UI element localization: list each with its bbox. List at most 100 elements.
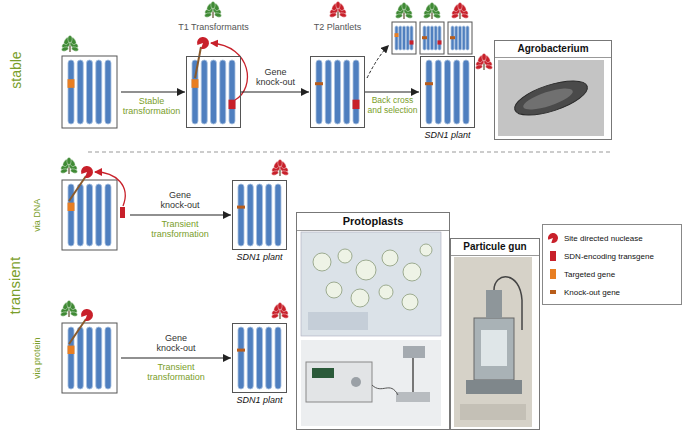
chromosome-set [237,327,281,389]
picture-box: Particule gun [450,238,540,430]
legend-row: Targeted gene [547,265,677,283]
knock-out-gene [237,206,245,209]
legend-swatch [547,268,559,280]
chromosome [266,184,272,246]
electroporator [306,362,372,402]
legend-swatch [547,286,559,298]
chromosome [238,184,244,246]
gun-chamber [474,318,514,380]
chromosome [247,327,253,389]
chromosome-panel: SDN1 plant [232,180,287,250]
protoplast-cell [326,282,342,298]
plant-leaf [271,170,279,176]
nuclease-symbol [81,166,93,178]
legend-row: SDN-encoding transgene [547,247,677,265]
chromosome [434,26,437,50]
chromosome-panel: SDN1 plant [232,323,287,393]
chromosome [431,26,434,50]
panel-caption: SDN1 plant [236,395,282,405]
box-heading: Particule gun [451,239,539,256]
chromosome [325,60,331,124]
nuclease-symbol [548,233,558,243]
section-label: via DNA [32,199,42,232]
poster-photo [301,232,441,336]
chromosome [220,60,226,124]
chromosome [423,26,426,50]
plant-icon [60,300,78,317]
plant-leaf [278,302,282,309]
plant-leaf [71,46,79,52]
chromosome [275,327,281,389]
chromosome [353,60,359,124]
box-heading: Protoplasts [297,213,449,231]
photo-ground [301,340,441,426]
legend-color [550,269,556,279]
plant-leaf [336,1,340,8]
sdn-transgene [353,100,360,109]
process-arrow [130,214,231,215]
micrograph [498,60,604,136]
chromosome [427,26,430,50]
plant-icon [271,302,289,319]
plant-leaf [211,1,215,8]
chromosome [229,60,235,124]
legend-text: Targeted gene [564,270,615,279]
chromosome [96,184,102,246]
process-arrow [121,357,231,358]
plant-leaf [433,13,441,19]
chromosome-set [62,56,117,128]
nuclease-stick [69,176,86,201]
protoplast-cell [402,294,418,310]
chromosome-frame [62,323,117,393]
panel-caption: T1 Transformants [178,22,249,32]
chromosome [451,26,454,50]
plant-leaf [273,160,282,169]
chromosome [426,60,432,124]
targeted-gene [68,203,75,211]
plant-leaf [278,159,282,166]
plant-icon [329,1,347,18]
plant-leaf [204,12,212,18]
plant-leaf [69,36,78,45]
plant-leaf [67,300,71,307]
selection-arrow [367,45,389,78]
protoplast-cell [382,250,398,266]
plant-icon [475,53,493,70]
plant-leaf [279,303,288,312]
chromosome [435,60,441,124]
plant-leaf [62,158,71,167]
chromosome [406,26,409,50]
plant-leaf [483,54,492,63]
arrow-label: Back cross and selection [366,96,420,116]
chromosome [399,26,402,50]
chromosome [445,60,451,124]
chromosome [87,184,93,246]
box-heading: Agrobacterium [495,41,611,58]
chromosome [463,60,469,124]
plant-leaf [279,160,288,169]
chromosome [438,26,441,50]
device-display [312,368,334,378]
targeted-gene [192,79,199,88]
chromosome [77,327,83,389]
legend-row: Knock-out gene [547,283,677,301]
section-label: stable [7,51,23,88]
plant-leaf [477,54,486,63]
plant-leaf [206,2,215,11]
chromosome [316,60,322,124]
legend-color [550,290,556,294]
chromosome [68,60,74,124]
plant-leaf [403,3,412,12]
plant-leaf [459,3,468,12]
plant-leaf [461,13,469,19]
gun-top [486,290,502,318]
legend-color [550,251,556,261]
legend-text: Site directed nuclease [564,234,643,243]
section-separator [88,152,612,153]
protoplast-cell [356,260,376,280]
chromosome [77,184,83,246]
plant-leaf [67,157,71,164]
plant-leaf [482,53,486,60]
plant-leaf [68,301,77,310]
chromosome [395,26,398,50]
